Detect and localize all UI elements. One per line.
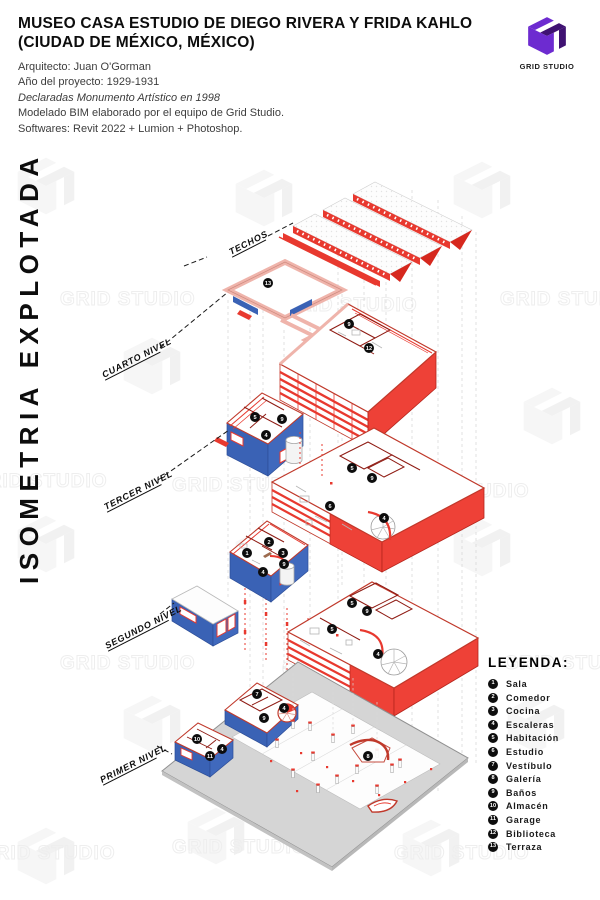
project-info: Arquitecto: Juan O'Gorman Año del proyec… (18, 60, 488, 137)
grid-studio-logo: GRID STUDIO (510, 12, 584, 71)
svg-text:CUARTO NIVEL: CUARTO NIVEL (100, 336, 173, 380)
grid-studio-logo-label: GRID STUDIO (519, 62, 575, 71)
svg-text:2: 2 (267, 540, 270, 546)
svg-text:GRID STUDIO: GRID STUDIO (0, 843, 116, 864)
svg-text:10: 10 (194, 737, 200, 743)
svg-text:3: 3 (281, 551, 284, 557)
level-label-cuarto: CUARTO NIVEL (100, 336, 173, 381)
svg-text:5: 5 (350, 466, 353, 472)
svg-text:TECHOS: TECHOS (227, 229, 269, 257)
svg-text:TERCER NIVEL: TERCER NIVEL (102, 469, 174, 512)
legend-number-badge: 7 (488, 760, 498, 771)
level-label-tercer: TERCER NIVEL (102, 469, 174, 513)
svg-text:GRID STUDIO: GRID STUDIO (60, 653, 196, 674)
legend-number-badge: 6 (488, 746, 498, 757)
svg-text:GRID STUDIO: GRID STUDIO (0, 471, 108, 492)
architect-line: Arquitecto: Juan O'Gorman (18, 61, 151, 73)
svg-text:11: 11 (207, 754, 213, 760)
svg-text:9: 9 (262, 716, 265, 722)
svg-text:7: 7 (255, 692, 258, 698)
svg-text:5: 5 (330, 627, 333, 633)
third-level-studio (270, 427, 486, 573)
year-line: Año del proyecto: 1929-1931 (18, 76, 160, 89)
declaration-line: Declaradas Monumento Artístico en 1998 (18, 91, 220, 104)
svg-text:4: 4 (220, 747, 224, 753)
svg-text:9: 9 (347, 322, 350, 328)
svg-text:6: 6 (328, 504, 331, 510)
svg-text:8: 8 (366, 754, 369, 760)
legend-title: LEYENDA: (488, 655, 570, 670)
bim-line: Modelado BIM elaborado por el equipo de … (18, 107, 285, 120)
svg-text:1: 1 (245, 551, 248, 557)
svg-text:GRID STUDIO: GRID STUDIO (60, 289, 196, 310)
second-level-bluebox (171, 585, 239, 647)
svg-text:12: 12 (366, 346, 372, 352)
second-level-upper-plate (229, 520, 309, 603)
legend-number-badge: 3 (488, 706, 498, 717)
level-label-techos: TECHOS (227, 229, 270, 258)
side-title: ISOMETRIA EXPLOTADA (14, 151, 44, 584)
legend-number-badge: 13 (488, 842, 498, 853)
legend-number-badge: 9 (488, 787, 498, 798)
svg-text:GRID STUDIO: GRID STUDIO (172, 837, 308, 858)
room-markers: 13 9 12 5 9 4 5 9 6 4 2 1 3 9 4 5 9 5 4 … (192, 278, 389, 761)
legend-number-badge: 8 (488, 774, 498, 785)
page-title: MUSEO CASA ESTUDIO DE DIEGO RIVERA Y FRI… (18, 15, 473, 51)
svg-text:9: 9 (370, 476, 373, 482)
header: MUSEO CASA ESTUDIO DE DIEGO RIVERA Y FRI… (18, 14, 488, 137)
svg-text:13: 13 (265, 281, 271, 287)
fountain-boat (367, 798, 398, 813)
svg-text:4: 4 (264, 433, 268, 439)
svg-text:4: 4 (376, 652, 380, 658)
first-level-vestibule (224, 682, 299, 748)
first-level-canopy (349, 737, 391, 763)
legend-number-badge: 4 (488, 719, 498, 730)
roof-techos (278, 181, 473, 287)
legend-number-badge: 11 (488, 814, 498, 825)
legend-number-badge: 2 (488, 692, 498, 703)
svg-text:4: 4 (261, 570, 265, 576)
svg-text:9: 9 (365, 609, 368, 615)
level-leaders (156, 222, 294, 755)
third-level-house (214, 392, 304, 477)
svg-text:GRID STUDIO: GRID STUDIO (500, 289, 600, 310)
svg-text:5: 5 (350, 601, 353, 607)
fourth-level-block (278, 302, 438, 449)
level-label-segundo: SEGUNDO NIVEL (103, 603, 184, 652)
second-level-right-plate (286, 581, 480, 717)
roof-terrace (221, 258, 375, 360)
svg-text:4: 4 (382, 516, 386, 522)
legend-number-badge: 5 (488, 733, 498, 744)
svg-text:5: 5 (253, 415, 256, 421)
legend-number-badge: 1 (488, 679, 498, 689)
softwares-line: Softwares: Revit 2022 + Lumion + Photosh… (18, 122, 243, 135)
svg-text:GRID STUDIO: GRID STUDIO (504, 653, 600, 674)
svg-text:SEGUNDO NIVEL: SEGUNDO NIVEL (103, 603, 183, 650)
grid-studio-logo-icon (528, 17, 566, 55)
legend-number-badge: 10 (488, 801, 498, 812)
svg-text:PRIMER NIVEL: PRIMER NIVEL (98, 742, 168, 784)
legend-number-badge: 12 (488, 828, 498, 839)
svg-text:4: 4 (282, 706, 286, 712)
svg-text:9: 9 (280, 417, 283, 423)
svg-text:9: 9 (282, 562, 285, 568)
level-label-primer: PRIMER NIVEL (98, 742, 168, 786)
